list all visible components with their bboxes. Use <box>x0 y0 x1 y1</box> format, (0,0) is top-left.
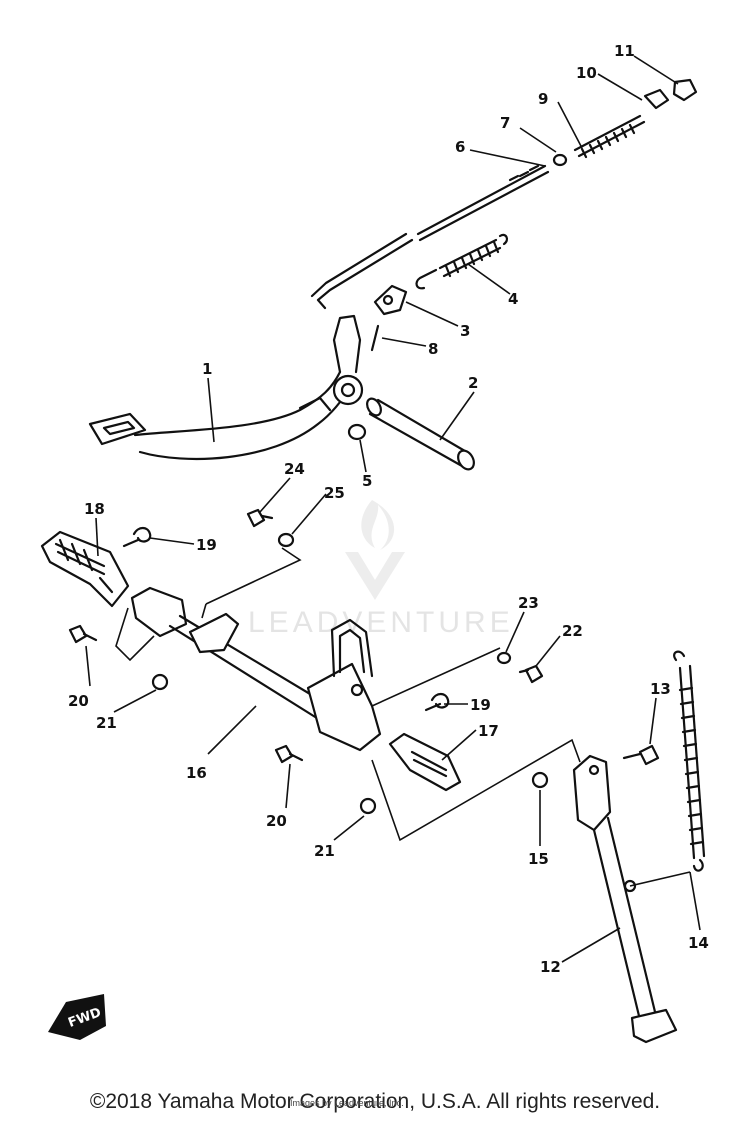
left-footrest <box>40 530 130 608</box>
callout-24: 24 <box>284 460 305 478</box>
callout-18: 18 <box>84 500 105 518</box>
callout-7: 7 <box>500 114 510 132</box>
callout-2: 2 <box>468 374 478 392</box>
nut-21-left <box>151 673 169 691</box>
callout-12: 12 <box>540 958 561 976</box>
image-source-note: Images by Leadventure, Inc. <box>290 1098 404 1108</box>
pivot-shaft <box>366 397 475 471</box>
brake-spring <box>415 233 509 290</box>
fwd-direction-marker: FWD <box>48 994 106 1040</box>
callout-23: 23 <box>518 594 539 612</box>
callout-3: 3 <box>460 322 470 340</box>
footrest-bar <box>130 586 382 752</box>
callout-1: 1 <box>202 360 212 378</box>
callout-6: 6 <box>455 138 465 156</box>
bolt-13 <box>622 744 660 766</box>
callout-22: 22 <box>562 622 583 640</box>
brake-pedal <box>88 314 364 461</box>
callout-16: 16 <box>186 764 207 782</box>
washer-25 <box>277 532 295 548</box>
nut-21-right <box>359 797 377 815</box>
washer-23 <box>496 651 512 665</box>
bolt-20-left <box>68 624 98 644</box>
bolt-22 <box>518 664 544 684</box>
nut-15 <box>531 771 549 789</box>
bolt-24 <box>246 508 274 528</box>
callout-9: 9 <box>538 90 548 108</box>
callout-20-right: 20 <box>266 812 287 830</box>
copyright-notice: ©2018 Yamaha Motor Corporation, U.S.A. A… <box>89 1090 661 1113</box>
leader-lines <box>85 55 701 963</box>
callout-21-right: 21 <box>314 842 335 860</box>
bolt-20-right <box>274 744 304 764</box>
assembly-lines <box>115 547 691 887</box>
side-stand <box>572 754 678 1044</box>
callout-19-right: 19 <box>470 696 491 714</box>
callout-15: 15 <box>528 850 549 868</box>
rod-end-parts <box>552 78 698 167</box>
cotter-pin <box>370 324 380 352</box>
clevis <box>373 284 408 316</box>
callout-labels: 1 2 3 4 5 6 7 8 9 10 11 12 13 14 15 16 1… <box>68 42 709 976</box>
callout-25: 25 <box>324 484 345 502</box>
callout-14: 14 <box>688 934 709 952</box>
callout-17: 17 <box>478 722 499 740</box>
stand-spring <box>623 650 706 893</box>
brake-rod <box>310 164 550 310</box>
callout-8: 8 <box>428 340 438 358</box>
washer-5 <box>347 423 367 441</box>
callout-10: 10 <box>576 64 597 82</box>
spring-19-right <box>424 692 450 712</box>
callout-4: 4 <box>508 290 518 308</box>
callout-19-left: 19 <box>196 536 217 554</box>
spring-19-left <box>122 526 152 548</box>
callout-20-left: 20 <box>68 692 89 710</box>
callout-21-left: 21 <box>96 714 117 732</box>
callout-5: 5 <box>362 472 372 490</box>
callout-11: 11 <box>614 42 635 60</box>
callout-13: 13 <box>650 680 671 698</box>
watermark: LEADVENTURE <box>248 500 514 639</box>
watermark-text: LEADVENTURE <box>248 606 514 639</box>
right-footrest <box>388 732 462 792</box>
